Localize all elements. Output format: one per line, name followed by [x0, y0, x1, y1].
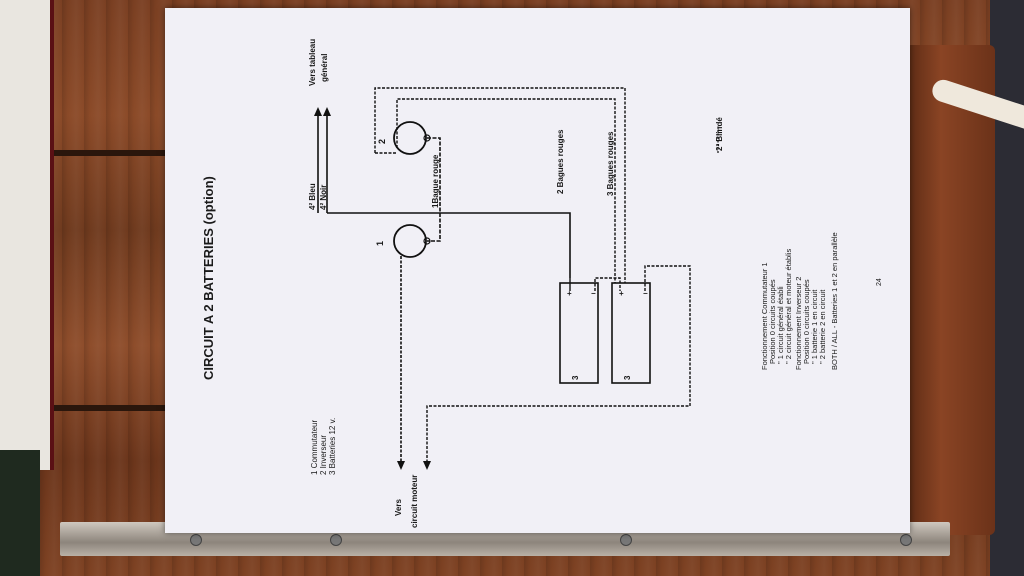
wire-bague-rouge: [427, 137, 441, 242]
circuit-diagram: CIRCUIT A 2 BATTERIES (option) 1 Commuta…: [201, 39, 883, 528]
diagram-title: CIRCUIT A 2 BATTERIES (option): [201, 176, 216, 380]
operating-notes: Fonctionnement Commutateur 1 Position 0 …: [760, 232, 839, 370]
legend-item: 3 Batteries 12 v.: [328, 418, 337, 475]
label-bague-rouge: 1Bague rouge: [431, 154, 440, 208]
screw: [620, 534, 632, 546]
wire-dashed-moteur: [426, 265, 691, 468]
battery-label: 3: [571, 375, 580, 380]
component-label: 1: [375, 241, 385, 246]
wires-tableau: [317, 112, 328, 213]
note-line: " 1 circuit général établi: [776, 286, 785, 364]
label-3-bagues-rouges: 3 Bagues rouges: [606, 131, 615, 196]
note-line: BOTH / ALL - Batteries 1 et 2 en parallè…: [830, 232, 839, 370]
right-background: [990, 0, 1024, 576]
manual-page: CIRCUIT A 2 BATTERIES (option) 1 Commuta…: [165, 8, 910, 533]
arrow-up-icon: [323, 107, 331, 116]
wire-dashed-inner: [396, 98, 616, 283]
wire-dashed-loop: [374, 87, 626, 283]
svg-text:général: général: [320, 54, 329, 82]
battery-plus: +: [567, 289, 572, 298]
right-wood-block: [905, 45, 995, 535]
label-2-bagues-rouges: 2 Bagues rouges: [556, 129, 565, 194]
label-vers-circuit-moteur: Vers circuit moteur: [394, 475, 419, 528]
wire-label-bleu: 4² Bleu: [308, 183, 317, 210]
legend-item: 2 Inverseur: [319, 435, 328, 475]
plank-seam: [40, 150, 170, 156]
battery-minus: −: [591, 289, 596, 298]
page-number: 24: [876, 278, 883, 286]
wire-main: [327, 212, 571, 278]
battery-2: [611, 282, 651, 384]
note-line: " 2 circuit général et moteur établis: [784, 249, 793, 364]
arrow-down-icon: [397, 461, 405, 470]
note-line: Fonctionnement Commutateur 1: [760, 262, 769, 370]
plank-seam: [40, 405, 170, 411]
legend: 1 Commutateur 2 Inverseur 3 Batteries 12…: [310, 418, 337, 475]
wire-dashed: [594, 277, 621, 291]
note-line: " 2 batterie 2 en circuit: [818, 289, 827, 364]
screw: [330, 534, 342, 546]
label-vers-tableau: Vers tableau général: [308, 39, 329, 86]
inverseur-2: [393, 121, 427, 155]
battery-minus: −: [643, 289, 648, 298]
component-label: 2: [377, 139, 387, 144]
battery-label: 3: [623, 375, 632, 380]
battery-1: [559, 282, 599, 384]
svg-text:Vers: Vers: [394, 499, 403, 516]
arrow-down-icon: [423, 461, 431, 470]
label-blinde: 2² Blindé: [715, 117, 724, 151]
svg-text:Vers tableau: Vers tableau: [308, 39, 317, 86]
arrow-up-icon: [314, 107, 322, 116]
commutateur-1: [393, 224, 427, 258]
svg-text:circuit moteur: circuit moteur: [410, 475, 419, 528]
wire-label-noir: 4² Noir: [319, 185, 328, 210]
legend-item: 1 Commutateur: [310, 420, 319, 475]
terminal: [423, 237, 431, 245]
battery-plus: +: [619, 289, 624, 298]
screw: [190, 534, 202, 546]
left-book-edge: [0, 0, 54, 470]
note-line: Position 0 circuits coupés: [768, 279, 777, 364]
note-line: " 1 batterie 1 en circuit: [810, 289, 819, 364]
left-shadow: [0, 450, 40, 576]
note-line: Fonctionnement Inverseur 2: [794, 277, 803, 370]
note-line: Position 0 circuits coupés: [802, 279, 811, 364]
screw: [900, 534, 912, 546]
